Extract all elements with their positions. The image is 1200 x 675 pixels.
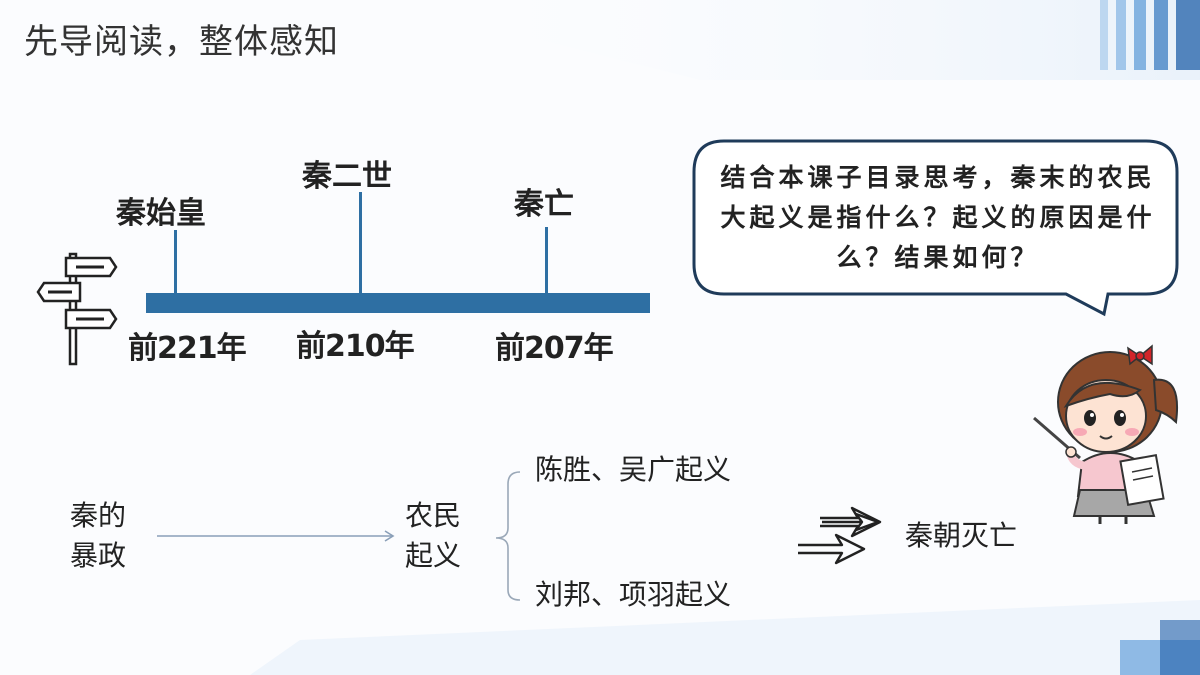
timeline-event-label: 秦亡 bbox=[514, 187, 574, 222]
result-text: 秦朝灭亡 bbox=[905, 519, 1018, 552]
speech-bubble bbox=[692, 139, 1179, 317]
cause-line-1: 秦的 bbox=[70, 499, 127, 532]
timeline-year: 前210年 bbox=[296, 329, 415, 364]
cause-to-event-arrow bbox=[157, 530, 395, 542]
timeline-event-label: 秦二世 bbox=[302, 159, 392, 194]
timeline-year: 前221年 bbox=[128, 331, 247, 366]
question-text: 结合本课子目录思考，秦末的农民大起义是指什么？起义的原因是什么？结果如何？ bbox=[720, 163, 1156, 272]
timeline-bar bbox=[146, 293, 650, 313]
timeline-event-label: 秦始皇 bbox=[116, 196, 206, 231]
event-line-2: 起义 bbox=[405, 539, 462, 572]
branch-brace bbox=[495, 471, 521, 601]
branch-liu-bang-xiang-yu: 刘邦、项羽起义 bbox=[535, 578, 732, 611]
event-line-1: 农民 bbox=[405, 499, 462, 532]
signpost-icon bbox=[36, 252, 118, 366]
double-arrow-icon bbox=[798, 506, 882, 565]
timeline-tick bbox=[174, 230, 177, 294]
teacher-cartoon-icon bbox=[1033, 344, 1178, 524]
cause-line-2: 暴政 bbox=[70, 539, 127, 572]
timeline-tick bbox=[359, 192, 362, 294]
timeline-tick bbox=[545, 227, 548, 294]
timeline-year: 前207年 bbox=[495, 331, 614, 366]
branch-chen-sheng-wu-guang: 陈胜、吴广起义 bbox=[535, 453, 732, 486]
slide-title: 先导阅读，整体感知 bbox=[24, 22, 339, 62]
